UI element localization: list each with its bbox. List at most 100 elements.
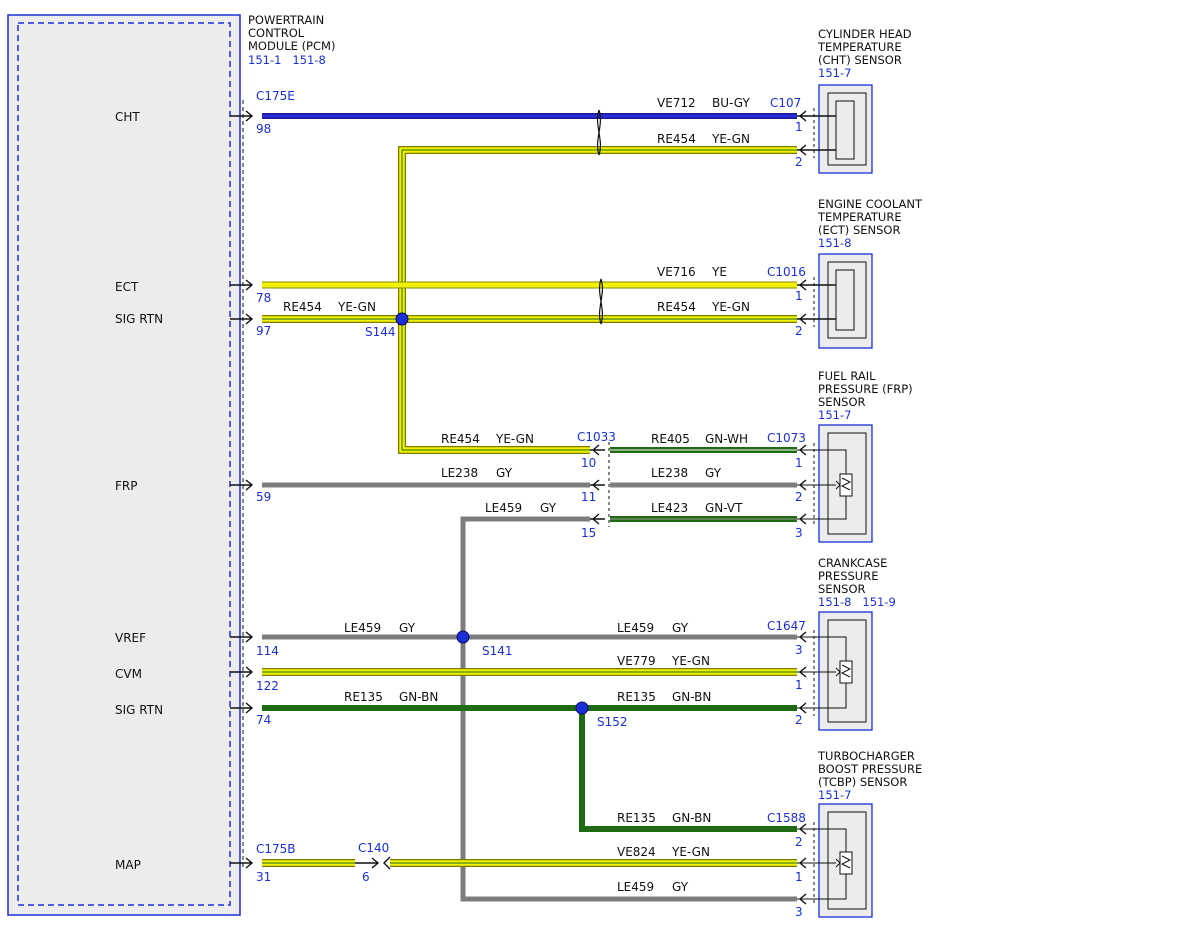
cht-title-line-1: CYLINDER HEAD	[818, 27, 912, 41]
component-crankcase-pressure-sensor: CRANKCASE PRESSURE SENSOR 151-8 151-9 C1…	[767, 556, 896, 731]
connector-c1033	[590, 442, 610, 527]
pcm-pin-label-cvm: CVM	[115, 667, 142, 681]
ccp-pin-3: 3	[795, 643, 803, 657]
splice-s144-dot	[395, 312, 409, 326]
ect-connector: C1016	[767, 265, 806, 279]
tcbp-ref: 151-7	[818, 788, 851, 802]
connector-c1033-label: C1033	[577, 430, 616, 444]
wire-label-le423-color: GN-VT	[705, 501, 743, 515]
wire-label-re454-c-color: YE-GN	[711, 300, 750, 314]
pcm-pin-97: 97	[256, 324, 271, 338]
pcm-pin-59: 59	[256, 490, 271, 504]
pcm-refs: 151-1 151-8	[248, 53, 326, 67]
wire-label-le459-b-color: GY	[399, 621, 416, 635]
frp-pin-1: 1	[795, 456, 803, 470]
wire-label-re454-b-circuit: RE454	[283, 300, 322, 314]
wire-label-le459-a-color: GY	[540, 501, 557, 515]
pcm-connector-c175b: C175B	[256, 842, 296, 856]
tcbp-pin-2: 2	[795, 835, 803, 849]
wire-label-le238-b-circuit: LE238	[651, 466, 688, 480]
component-ect-sensor: ENGINE COOLANT TEMPERATURE (ECT) SENSOR …	[767, 197, 923, 349]
ccp-title-line-2: PRESSURE	[818, 569, 878, 583]
frp-pin-2: 2	[795, 490, 803, 504]
twisted-pair-mark-1	[596, 109, 602, 156]
component-cht-sensor: CYLINDER HEAD TEMPERATURE (CHT) SENSOR 1…	[770, 27, 912, 174]
tcbp-title-line-1: TURBOCHARGER	[817, 749, 915, 763]
splice-s144-label: S144	[365, 325, 396, 339]
wire-label-re405-color: GN-WH	[705, 432, 748, 446]
wire-label-le459-c-circuit: LE459	[617, 621, 654, 635]
twisted-pair-mark-2	[598, 278, 604, 325]
wire-label-le459-d-color: GY	[672, 880, 689, 894]
ccp-pin-1: 1	[795, 678, 803, 692]
ect-title-line-2: TEMPERATURE	[817, 210, 902, 224]
tcbp-title-line-2: BOOST PRESSURE	[818, 762, 922, 776]
wire-label-re135-c-color: GN-BN	[672, 811, 711, 825]
connector-c140	[355, 856, 391, 870]
tcbp-title-line-3: (TCBP) SENSOR	[818, 775, 907, 789]
wire-label-re454-c-circuit: RE454	[657, 300, 696, 314]
wire-label-re454-a-color: YE-GN	[711, 132, 750, 146]
wire-label-ve712-circuit: VE712	[657, 96, 696, 110]
pcm-title: POWERTRAIN CONTROL MODULE (PCM) 151-1 15…	[248, 13, 335, 67]
pcm-title-line-3: MODULE (PCM)	[248, 39, 335, 53]
pcm-pin-label-cht: CHT	[115, 110, 140, 124]
connector-c140-label: C140	[358, 841, 389, 855]
wire-label-re135-b-color: GN-BN	[672, 690, 711, 704]
frp-title-line-1: FUEL RAIL	[818, 369, 876, 383]
splice-s141-dot	[456, 630, 470, 644]
wire-label-le238-a-circuit: LE238	[441, 466, 478, 480]
pcm-connector-c175e: C175E	[256, 89, 295, 103]
connector-c1033-pin-10: 10	[581, 456, 596, 470]
wire-label-re135-c-circuit: RE135	[617, 811, 656, 825]
connector-c140-pin-6: 6	[362, 870, 370, 884]
pcm-pin-label-map: MAP	[115, 858, 141, 872]
wire-label-re454-d-color: YE-GN	[495, 432, 534, 446]
wire-label-le459-d-circuit: LE459	[617, 880, 654, 894]
pcm-pin-arrows	[230, 110, 254, 869]
component-tcbp-sensor: TURBOCHARGER BOOST PRESSURE (TCBP) SENSO…	[767, 749, 922, 919]
ccp-title-line-1: CRANKCASE	[818, 556, 887, 570]
ccp-pin-2: 2	[795, 713, 803, 727]
tcbp-pin-1: 1	[795, 870, 803, 884]
wire-label-le459-a-circuit: LE459	[485, 501, 522, 515]
wire-label-le459-b-circuit: LE459	[344, 621, 381, 635]
pcm-pin-122: 122	[256, 679, 279, 693]
pcm-pin-98: 98	[256, 122, 271, 136]
component-frp-sensor: FUEL RAIL PRESSURE (FRP) SENSOR 151-7 C1…	[767, 369, 913, 543]
frp-ref: 151-7	[818, 408, 851, 422]
wire-sig-rtn-2	[262, 705, 797, 832]
cht-title-line-2: TEMPERATURE	[817, 40, 902, 54]
wire-re454-trunk	[398, 146, 797, 454]
ccp-title-line-3: SENSOR	[818, 582, 866, 596]
wire-label-ve716-circuit: VE716	[657, 265, 696, 279]
pcm-title-line-2: CONTROL	[248, 26, 305, 40]
pcm-pin-78: 78	[256, 291, 271, 305]
cht-pin-2: 2	[795, 155, 803, 169]
pcm-pin-label-ect: ECT	[115, 280, 139, 294]
ect-title-line-1: ENGINE COOLANT	[818, 197, 923, 211]
tcbp-connector: C1588	[767, 811, 806, 825]
frp-pin-3: 3	[795, 526, 803, 540]
ect-title-line-3: (ECT) SENSOR	[818, 223, 900, 237]
wire-label-re454-d-circuit: RE454	[441, 432, 480, 446]
wire-label-ve779-circuit: VE779	[617, 654, 656, 668]
frp-connector: C1073	[767, 431, 806, 445]
wire-label-ve779-color: YE-GN	[671, 654, 710, 668]
cht-ref: 151-7	[818, 66, 851, 80]
wire-label-ve712-color: BU-GY	[712, 96, 750, 110]
pcm-pin-label-sig-rtn-2: SIG RTN	[115, 703, 163, 717]
pcm-pin-114: 114	[256, 644, 279, 658]
splice-s141-label: S141	[482, 644, 513, 658]
wire-label-le238-b-color: GY	[705, 466, 722, 480]
pcm-module	[7, 14, 244, 916]
cht-title-line-3: (CHT) SENSOR	[818, 53, 902, 67]
pcm-pin-label-vref: VREF	[115, 631, 146, 645]
pcm-pin-label-sig-rtn-1: SIG RTN	[115, 312, 163, 326]
pcm-title-line-1: POWERTRAIN	[248, 13, 324, 27]
tcbp-pin-3: 3	[795, 905, 803, 919]
frp-title-line-2: PRESSURE (FRP)	[818, 382, 913, 396]
pcm-pin-31: 31	[256, 870, 271, 884]
splice-s152-label: S152	[597, 715, 628, 729]
